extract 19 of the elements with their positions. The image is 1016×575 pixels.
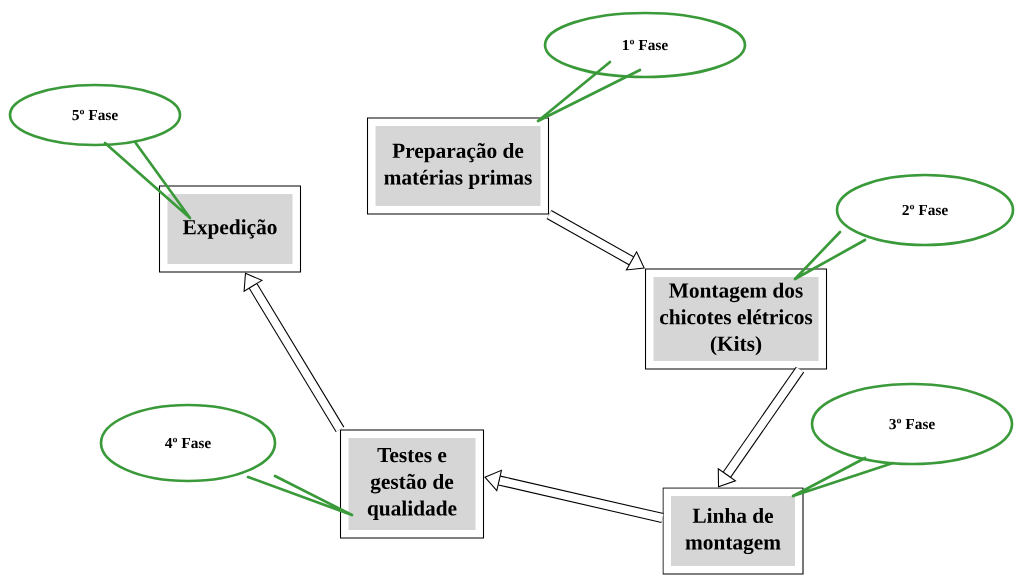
speech-bubble: 4º Fase <box>99 403 277 483</box>
speech-bubble: 3º Fase <box>810 382 1014 466</box>
speech-bubble: 5º Fase <box>8 83 182 147</box>
speech-bubble: 2º Fase <box>835 173 1015 247</box>
process-box: Montagem dos chicotes elétricos (Kits) <box>644 268 828 370</box>
bubble-tail <box>791 456 895 498</box>
bubble-tail <box>103 140 192 220</box>
block-arrow <box>243 272 345 433</box>
block-arrow <box>546 210 645 271</box>
process-box: Testes e gestão de qualidade <box>339 429 485 539</box>
speech-bubble: 1º Fase <box>543 11 747 79</box>
bubble-tail <box>793 230 867 281</box>
process-box: Preparação de matérias primas <box>366 117 550 215</box>
block-arrow <box>484 469 664 523</box>
process-box: Linha de montagem <box>662 487 804 575</box>
block-arrow <box>717 366 805 488</box>
bubble-tail <box>246 474 354 517</box>
bubble-tail <box>536 60 642 123</box>
process-box: Expedição <box>158 185 302 273</box>
